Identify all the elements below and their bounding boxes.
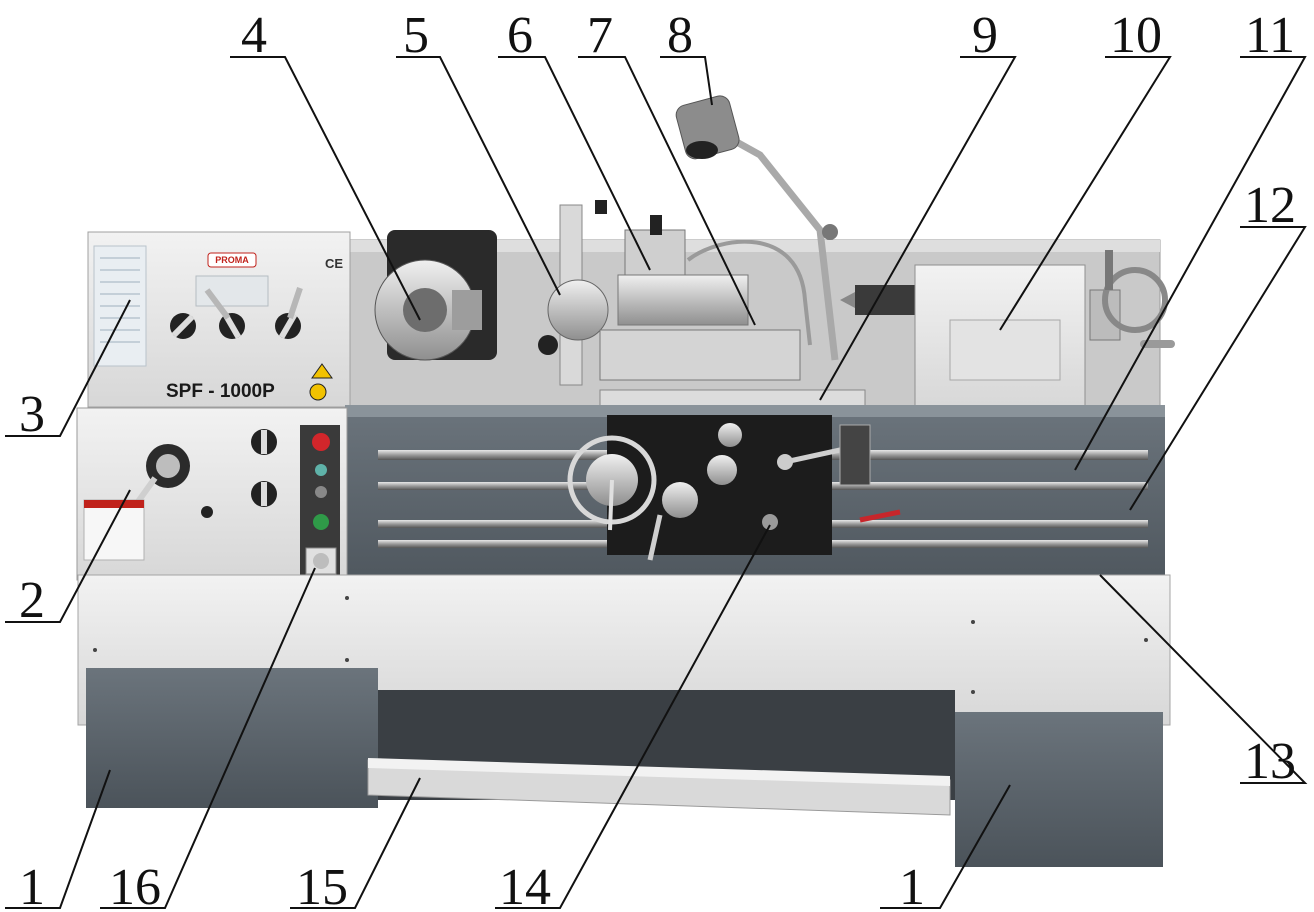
leader-lines	[5, 56, 1308, 909]
callout-label-1-right: 1	[899, 859, 925, 912]
leader-line-8	[660, 56, 713, 106]
callout-label-3: 3	[19, 386, 45, 443]
leader-line-6	[498, 56, 651, 271]
callout-label-2: 2	[19, 572, 45, 629]
leader-line-9	[819, 56, 1017, 401]
callout-label-9: 9	[972, 7, 998, 64]
leader-line-7	[578, 56, 756, 326]
callout-label-15: 15	[296, 859, 348, 912]
brand-logo: PROMA	[215, 255, 249, 265]
cabinet-left	[86, 668, 378, 808]
work-lamp	[675, 95, 839, 361]
callout-label-6: 6	[507, 7, 533, 64]
callout-label-16: 16	[109, 859, 161, 912]
callout-label-5: 5	[403, 7, 429, 64]
leader-line-3	[5, 299, 131, 437]
chuck-assembly	[374, 230, 497, 361]
callout-label-4: 4	[241, 7, 267, 64]
cabinet-right	[955, 712, 1163, 867]
leader-line-13	[1099, 574, 1308, 784]
tool-post-assembly	[538, 200, 801, 386]
control-panel	[300, 425, 340, 580]
leader-line-1-left	[5, 769, 111, 909]
leader-line-1-right	[880, 784, 1011, 909]
callout-label-10: 10	[1110, 7, 1162, 64]
apron	[567, 415, 901, 561]
callout-label-8: 8	[667, 7, 693, 64]
callout-label-12: 12	[1244, 177, 1296, 234]
leader-line-2	[5, 489, 131, 623]
leader-line-10	[999, 56, 1172, 331]
leader-line-15	[290, 777, 421, 909]
leader-line-4	[230, 56, 421, 321]
lathe-illustration: PROMA CE SPF - 1000P	[76, 95, 1175, 867]
gear-selector-knobs	[170, 287, 303, 339]
leader-line-16	[100, 567, 316, 909]
model-label: SPF - 1000P	[166, 381, 275, 402]
leader-line-5	[396, 56, 561, 296]
chip-tray	[367, 758, 951, 816]
callout-label-14: 14	[499, 859, 551, 912]
ce-mark: CE	[325, 256, 343, 271]
tailstock	[840, 250, 1175, 411]
leader-line-11	[1074, 56, 1307, 471]
leader-line-12	[1129, 226, 1307, 511]
callout-label-11: 11	[1245, 7, 1295, 64]
callout-labels: 4 5 6 7 8 9 10 11 12 3 2 13 1 16 15 14 1	[19, 7, 1296, 912]
leader-line-14	[495, 524, 771, 909]
callout-label-13: 13	[1244, 733, 1296, 790]
callout-label-7: 7	[587, 7, 613, 64]
callout-label-1-left: 1	[19, 859, 45, 912]
